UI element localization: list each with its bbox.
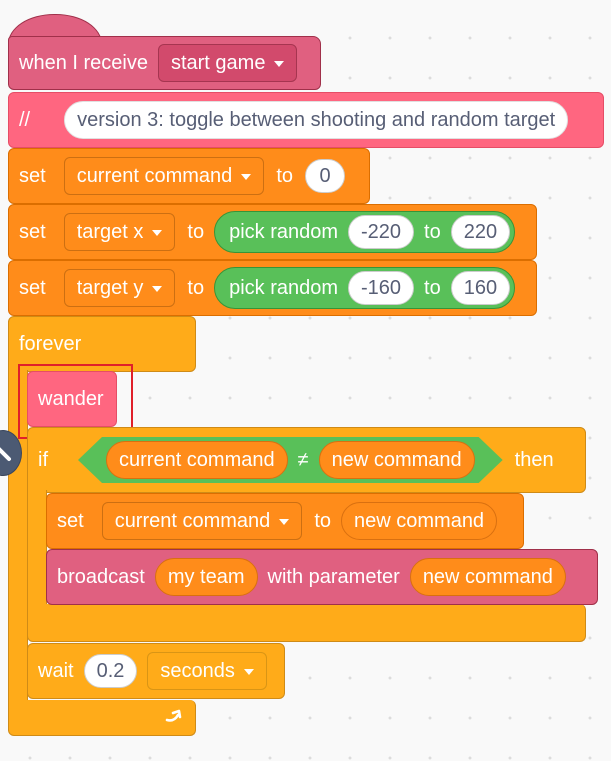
broadcast-param: new command bbox=[422, 565, 553, 588]
message-dropdown[interactable]: start game bbox=[157, 44, 298, 82]
wander-block[interactable]: wander bbox=[27, 371, 117, 427]
random-to-value: 220 bbox=[463, 220, 498, 243]
set-label: set bbox=[19, 276, 46, 299]
wait-value: 0.2 bbox=[96, 659, 125, 682]
variable-name: target y bbox=[76, 276, 144, 299]
set-current-command-block[interactable]: set current command to new command bbox=[46, 493, 524, 549]
random-to-value: 160 bbox=[463, 276, 498, 299]
when-i-receive-label: when I receive bbox=[19, 51, 148, 74]
random-from-input[interactable]: -220 bbox=[348, 215, 415, 249]
to-label: to bbox=[276, 164, 293, 187]
set-label: set bbox=[57, 509, 84, 532]
variable-name: current command bbox=[76, 164, 233, 187]
pick-random-label: pick random bbox=[229, 276, 339, 299]
if-label: if bbox=[38, 448, 48, 471]
chevron-down-icon bbox=[152, 286, 163, 292]
random-to-label: to bbox=[424, 276, 441, 299]
pick-random-reporter[interactable]: pick random -220 to 220 bbox=[214, 211, 516, 253]
set-target-x-block[interactable]: set target x to pick random -220 to 220 bbox=[8, 204, 537, 260]
to-label: to bbox=[187, 220, 205, 243]
forever-block[interactable]: forever bbox=[8, 316, 196, 372]
set-label: set bbox=[19, 164, 46, 187]
variable-name: current command bbox=[114, 509, 271, 532]
value-text: new command bbox=[354, 509, 485, 532]
comment-text-field[interactable]: version 3: toggle between shooting and r… bbox=[64, 101, 569, 139]
wander-label: wander bbox=[38, 387, 104, 410]
wait-label: wait bbox=[38, 659, 74, 682]
broadcast-label: broadcast bbox=[57, 565, 145, 588]
loop-arrow-icon bbox=[165, 709, 182, 722]
right-operand: new command bbox=[331, 448, 462, 471]
chevron-down-icon bbox=[279, 519, 290, 525]
broadcast-target: my team bbox=[167, 565, 245, 588]
if-block[interactable]: if current command ≠ new command then bbox=[27, 427, 586, 493]
random-from-value: -160 bbox=[361, 276, 402, 299]
if-side-arm bbox=[27, 490, 47, 606]
if-bottom-arm[interactable] bbox=[27, 604, 586, 642]
to-label: to bbox=[314, 509, 331, 532]
collapse-handle-icon[interactable] bbox=[0, 430, 22, 476]
pick-random-reporter[interactable]: pick random -160 to 160 bbox=[214, 267, 516, 309]
broadcast-block[interactable]: broadcast my team with parameter new com… bbox=[46, 549, 598, 605]
comment-text: version 3: toggle between shooting and r… bbox=[77, 108, 556, 131]
operator-symbol: ≠ bbox=[297, 448, 309, 471]
wait-unit: seconds bbox=[160, 659, 235, 682]
my-team-reporter[interactable]: my team bbox=[154, 558, 258, 596]
forever-label: forever bbox=[19, 332, 82, 355]
variable-dropdown[interactable]: current command bbox=[63, 157, 265, 195]
set-label: set bbox=[19, 220, 46, 243]
new-command-reporter[interactable]: new command bbox=[341, 502, 498, 540]
new-command-reporter[interactable]: new command bbox=[319, 441, 475, 479]
not-equal-operator[interactable]: current command ≠ new command bbox=[78, 437, 503, 483]
chevron-down-icon bbox=[152, 230, 163, 236]
random-from-input[interactable]: -160 bbox=[348, 271, 415, 305]
new-command-reporter[interactable]: new command bbox=[409, 558, 566, 596]
random-to-label: to bbox=[424, 220, 441, 243]
comment-symbol: // bbox=[19, 108, 31, 131]
then-label: then bbox=[514, 448, 554, 471]
value-text: 0 bbox=[319, 164, 331, 187]
current-command-reporter[interactable]: current command bbox=[106, 441, 288, 479]
random-from-value: -220 bbox=[361, 220, 402, 243]
set-current-command-block[interactable]: set current command to 0 bbox=[8, 148, 370, 204]
with-parameter-label: with parameter bbox=[267, 565, 400, 588]
wait-block[interactable]: wait 0.2 seconds bbox=[27, 643, 285, 699]
handle-arrow-icon bbox=[0, 447, 11, 461]
value-input[interactable]: 0 bbox=[305, 159, 345, 193]
forever-bottom-arm[interactable] bbox=[8, 700, 196, 736]
to-label: to bbox=[187, 276, 205, 299]
set-target-y-block[interactable]: set target y to pick random -160 to 160 bbox=[8, 260, 537, 316]
chevron-down-icon bbox=[243, 669, 254, 675]
comment-block[interactable]: // version 3: toggle between shooting an… bbox=[8, 92, 604, 148]
variable-dropdown[interactable]: target y bbox=[63, 269, 176, 307]
when-i-receive-block[interactable]: when I receive start game bbox=[8, 36, 321, 90]
left-operand: current command bbox=[119, 448, 275, 471]
variable-dropdown[interactable]: target x bbox=[63, 213, 176, 251]
message-value: start game bbox=[170, 51, 266, 74]
variable-name: target x bbox=[76, 220, 144, 243]
wait-unit-dropdown[interactable]: seconds bbox=[147, 652, 267, 690]
wait-value-input[interactable]: 0.2 bbox=[83, 654, 138, 688]
pick-random-label: pick random bbox=[229, 220, 339, 243]
chevron-down-icon bbox=[241, 174, 252, 180]
variable-dropdown[interactable]: current command bbox=[101, 502, 303, 540]
random-to-input[interactable]: 220 bbox=[450, 215, 511, 249]
chevron-down-icon bbox=[274, 61, 285, 67]
random-to-input[interactable]: 160 bbox=[450, 271, 511, 305]
